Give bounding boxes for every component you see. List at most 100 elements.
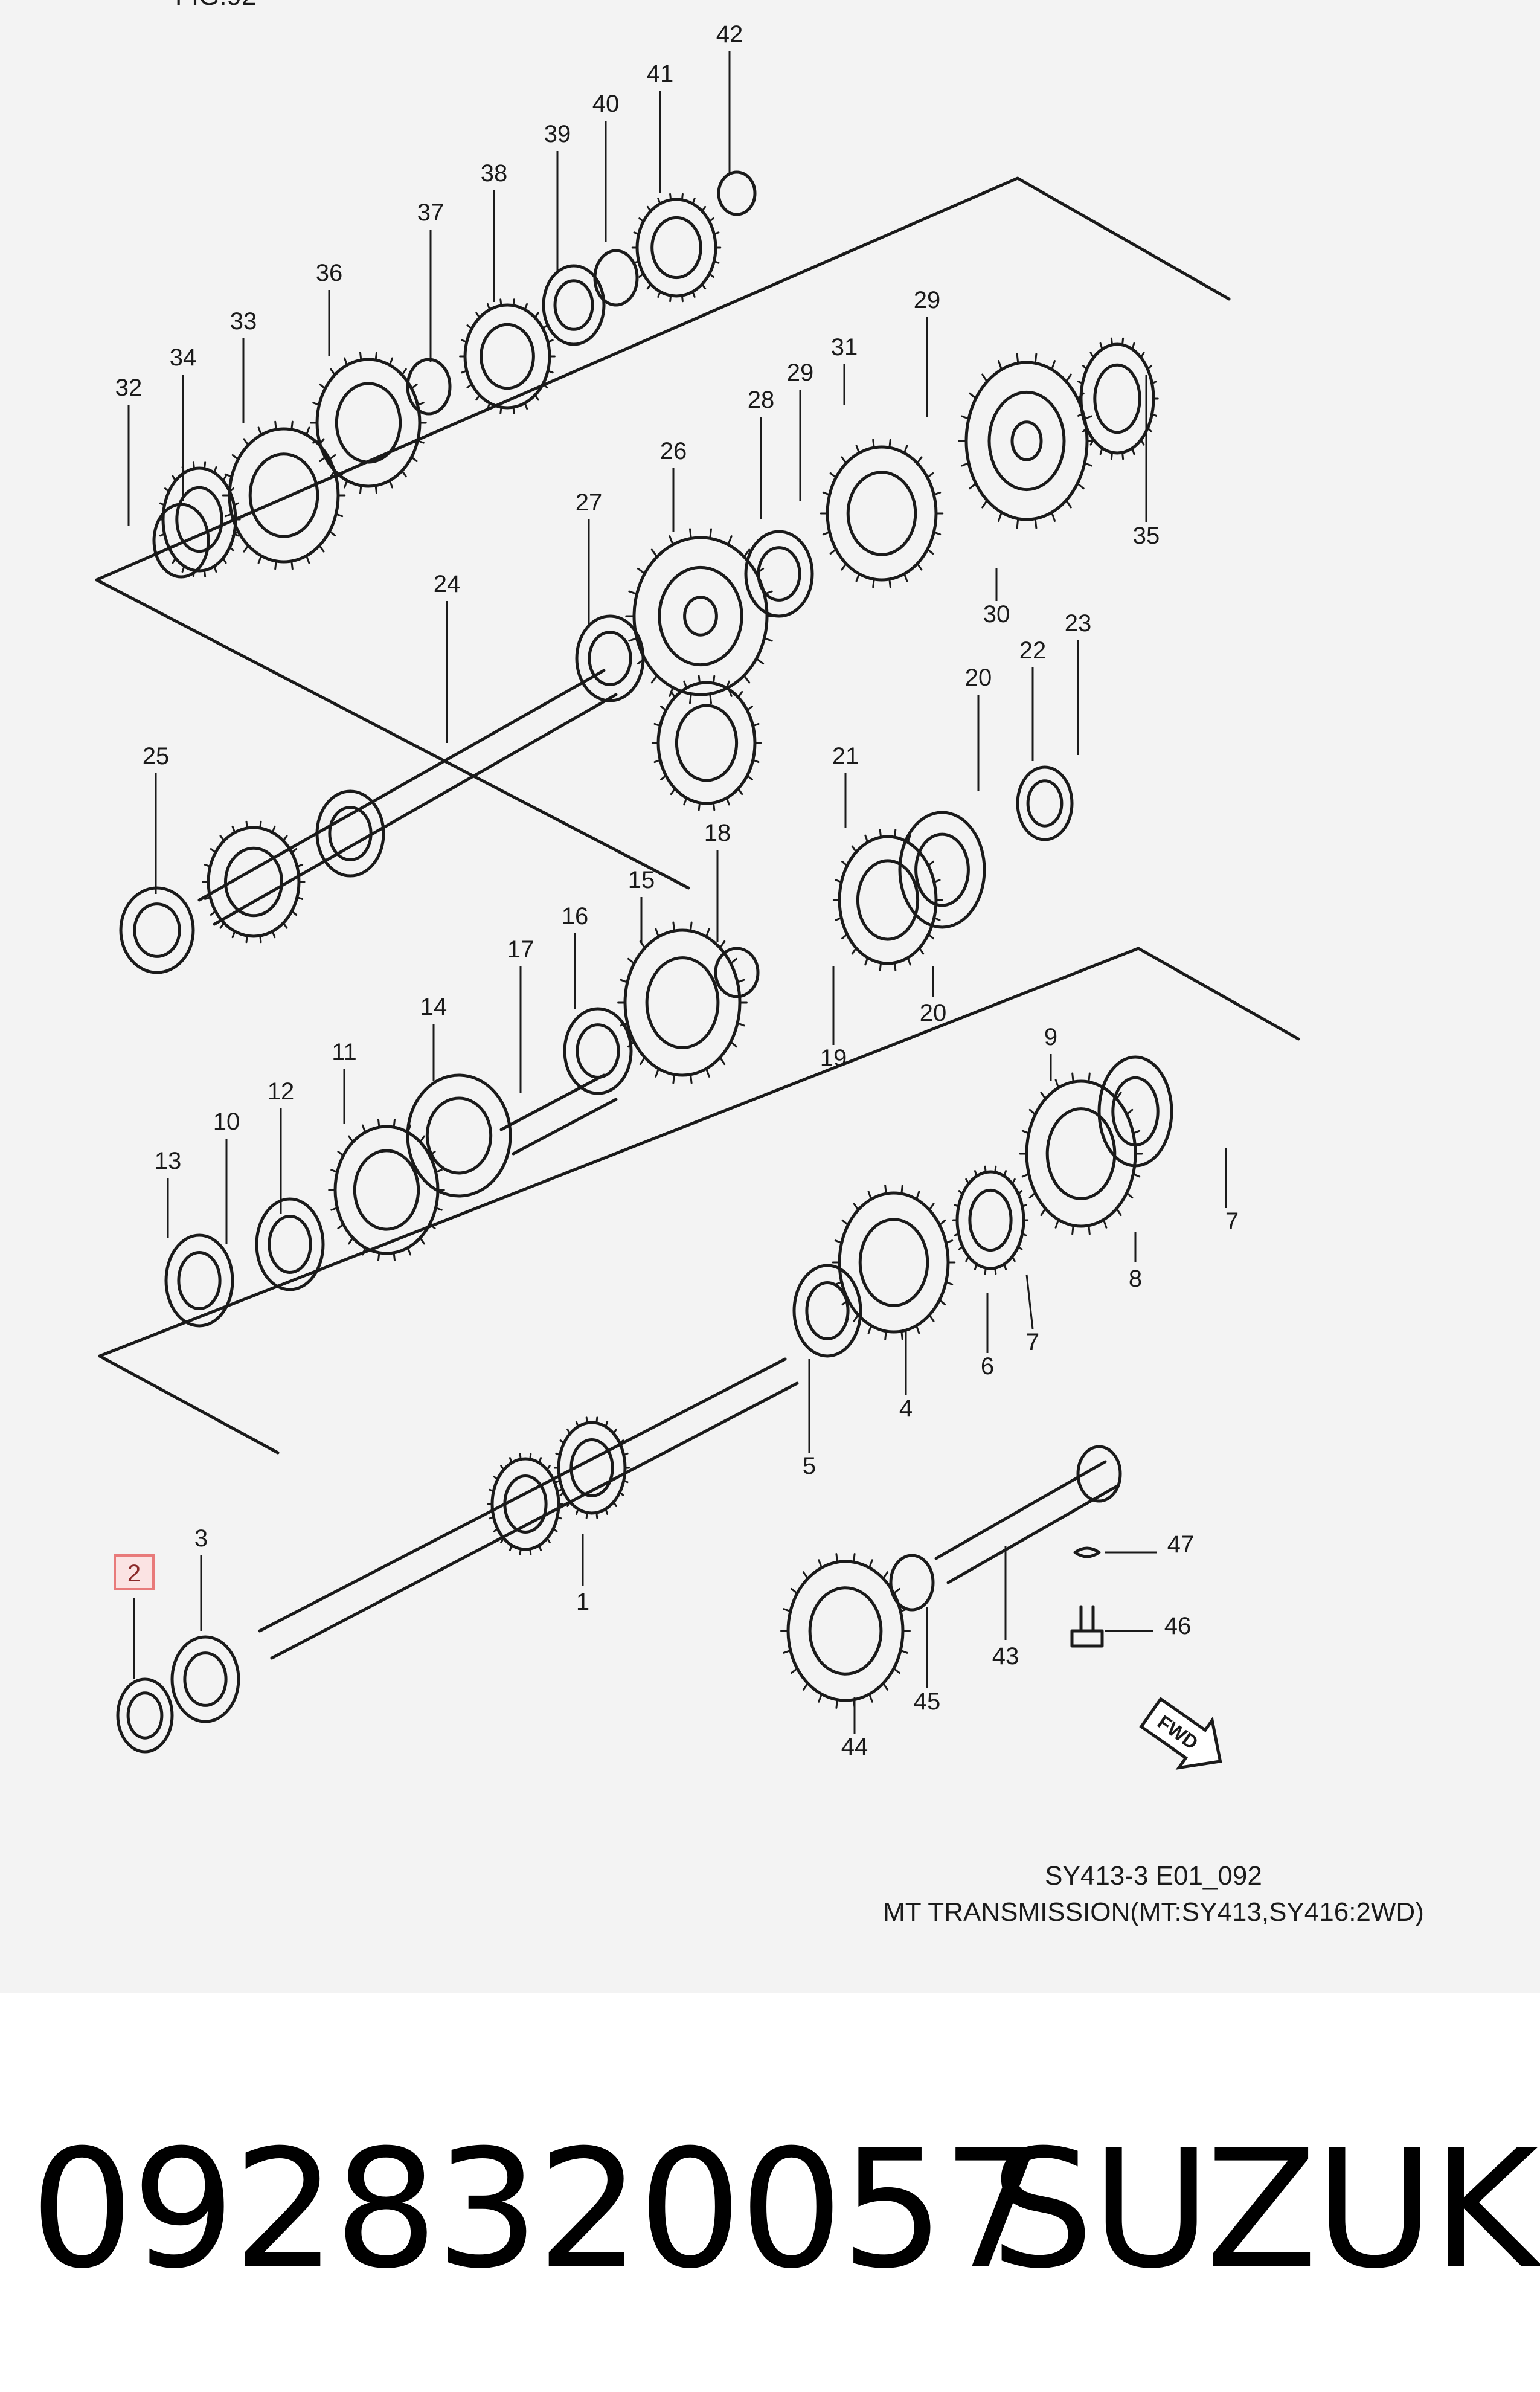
component-outline <box>914 832 970 907</box>
gear-teeth <box>310 352 427 494</box>
component-outline <box>898 811 986 929</box>
component-outline <box>1093 363 1141 434</box>
callout-label-39: 39 <box>544 121 571 147</box>
component-outline <box>255 1197 325 1291</box>
component-outline <box>557 1421 627 1515</box>
figure-header-fragment: FIG.92 <box>175 0 257 11</box>
component-outline <box>838 835 938 965</box>
exploded-view-svg: 1234567789101112131415161718192020212223… <box>95 0 1424 1927</box>
component-outline <box>563 1007 633 1095</box>
component-outline <box>1045 1107 1117 1200</box>
component-outline <box>1026 779 1064 828</box>
gear-teeth <box>202 820 306 944</box>
component-outline <box>987 390 1066 492</box>
part-number: 0928320057 <box>30 2114 1046 2304</box>
callout-label-9: 9 <box>1044 1024 1057 1050</box>
gear-teeth <box>820 439 944 588</box>
component-outline <box>964 361 1089 521</box>
gear-teeth <box>222 420 346 570</box>
callout-label-14: 14 <box>420 994 448 1020</box>
component-outline <box>645 956 720 1049</box>
callout-label-31: 31 <box>831 334 858 361</box>
callout-label-43: 43 <box>992 1643 1019 1670</box>
callout-label-10: 10 <box>213 1108 240 1135</box>
washer-47 <box>1073 1546 1101 1558</box>
component-outline <box>333 1125 440 1255</box>
frame-lower-top <box>98 947 1300 1358</box>
callout-label-12: 12 <box>268 1078 295 1105</box>
gear-teeth <box>459 298 556 414</box>
callout-label-47: 47 <box>1167 1531 1195 1558</box>
component-outline <box>164 1233 234 1328</box>
callout-label-33: 33 <box>230 308 257 335</box>
component-outline <box>635 198 717 298</box>
highlighted-part-box <box>114 1554 155 1590</box>
component-outline <box>542 264 606 346</box>
callout-label-26: 26 <box>660 438 687 465</box>
gear-teeth <box>651 675 762 811</box>
callout-label-20: 20 <box>920 1000 947 1026</box>
component-outline <box>588 631 632 686</box>
component-outline <box>786 1560 905 1702</box>
component-outline <box>889 1554 935 1612</box>
callout-label-23: 23 <box>1065 610 1092 637</box>
component-outline <box>1079 342 1155 455</box>
callout-label-19: 19 <box>820 1045 847 1072</box>
component-outline <box>858 1218 929 1307</box>
callout-label-1: 1 <box>576 1589 589 1615</box>
component-outline <box>805 1281 850 1340</box>
component-outline <box>116 1677 174 1754</box>
bolt-46 <box>1070 1605 1104 1648</box>
callout-label-15: 15 <box>628 867 655 893</box>
component-outline <box>175 486 223 553</box>
gear-teeth <box>952 1165 1029 1275</box>
gear-teeth <box>1076 337 1159 460</box>
component-outline <box>955 1170 1025 1270</box>
component-outline <box>1097 1055 1173 1168</box>
component-outline <box>623 928 742 1077</box>
fwd-arrow-icon: FWD <box>1139 1697 1222 1770</box>
component-outline <box>714 947 760 998</box>
gear-teeth <box>158 461 241 577</box>
frame-lower-left <box>98 1354 280 1455</box>
component-outline <box>315 358 422 488</box>
component-outline <box>717 170 757 216</box>
callout-label-18: 18 <box>704 820 731 846</box>
callout-label-3: 3 <box>194 1525 208 1552</box>
callout-label-21: 21 <box>832 743 859 770</box>
callout-label-45: 45 <box>914 1688 941 1715</box>
component-outline <box>658 565 743 667</box>
component-outline <box>126 1691 164 1740</box>
component-outline <box>968 1188 1013 1252</box>
component-outline <box>406 1073 512 1198</box>
callout-label-34: 34 <box>170 344 197 371</box>
gear-teeth <box>631 193 722 303</box>
callout-label-40: 40 <box>592 91 620 117</box>
gear-teeth <box>617 921 748 1084</box>
footer <box>0 1993 1540 2392</box>
component-outline <box>656 681 757 805</box>
diagram-title: MT TRANSMISSION(MT:SY413,SY416:2WD) <box>883 1897 1424 1927</box>
component-outline <box>650 216 702 280</box>
component-outline <box>425 1096 493 1175</box>
component-outline <box>177 1251 222 1310</box>
callout-label-7: 7 <box>1026 1329 1039 1355</box>
callout-label-42: 42 <box>716 21 743 48</box>
component-outline <box>315 789 385 878</box>
component-outline <box>553 279 594 331</box>
gear-teeth <box>1019 1072 1143 1235</box>
gear-teeth <box>832 1185 956 1340</box>
component-outline <box>846 471 917 556</box>
diagram-code: SY413-3 E01_092 <box>1045 1861 1262 1891</box>
component-outline <box>152 503 210 579</box>
callout-label-8: 8 <box>1129 1265 1142 1292</box>
gear-teeth <box>487 1453 564 1555</box>
component-outline <box>1025 1079 1137 1228</box>
component-outline <box>569 1438 614 1497</box>
component-outline <box>248 452 319 538</box>
component-outline <box>593 249 639 307</box>
callout-label-17: 17 <box>507 936 534 963</box>
component-outline <box>576 1023 620 1079</box>
